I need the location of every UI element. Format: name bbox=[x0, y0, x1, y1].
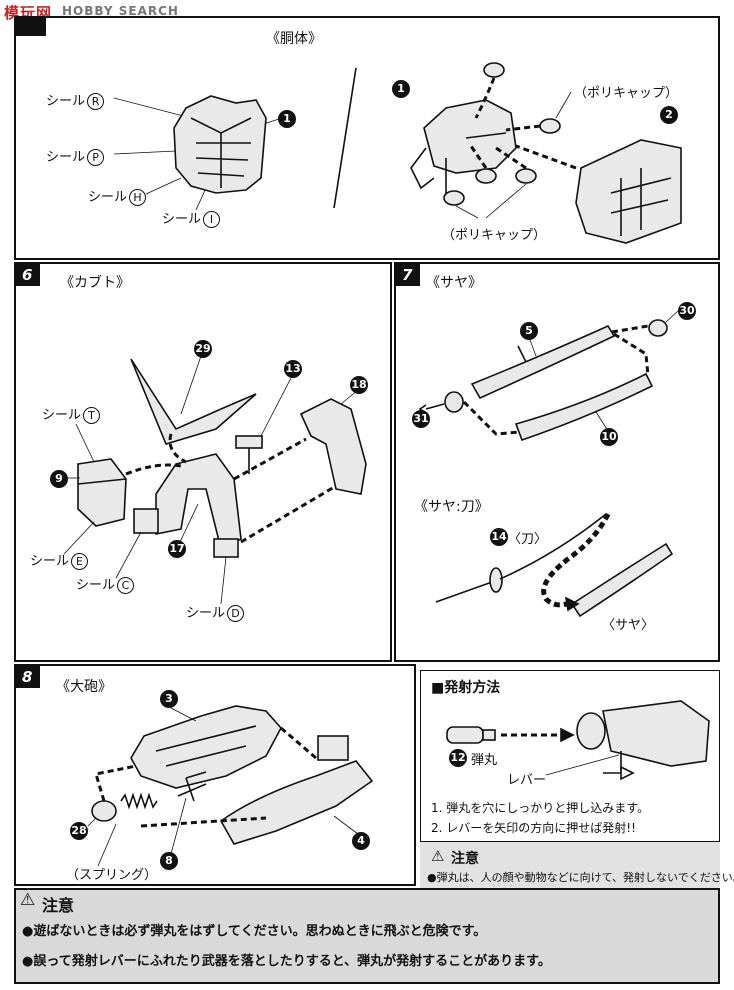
watermark-text: HOBBY SEARCH bbox=[62, 4, 179, 18]
part-10: 10 bbox=[600, 428, 618, 446]
part-3: 3 bbox=[160, 690, 178, 708]
part-12: 12 bbox=[449, 749, 467, 767]
part-8: 8 bbox=[160, 852, 178, 870]
katana-label: 〈刀〉 bbox=[508, 532, 548, 547]
firing-panel: ■発射方法 12 弾丸 レバー 1. 弾丸を穴にしっかりと押し込みます。 2. … bbox=[420, 670, 734, 888]
step8-illustration bbox=[87, 705, 374, 867]
firing-step-2: 2. レバーを矢印の方向に押せば発射!! bbox=[431, 821, 636, 835]
lever-label: レバー bbox=[507, 773, 547, 788]
part-29: 29 bbox=[194, 340, 212, 358]
step8-panel: 8 《大砲》 3 28 8 4 （スプリング） bbox=[14, 664, 416, 886]
step7-title: 《サヤ》 bbox=[426, 275, 482, 291]
part-14: 14 bbox=[490, 528, 508, 546]
part-13: 13 bbox=[284, 360, 302, 378]
part-31: 31 bbox=[412, 410, 430, 428]
step7-panel: 7 《サヤ》 5 30 31 10 《サヤ:刀》 14 〈刀〉 〈サヤ〉 bbox=[394, 262, 720, 662]
polycap-top-label: （ポリキャップ） bbox=[574, 86, 679, 101]
caution-icon: ⚠ bbox=[20, 890, 36, 910]
firing-caution-box bbox=[420, 841, 720, 888]
step7-number: 7 bbox=[396, 264, 421, 286]
part-18: 18 bbox=[350, 376, 368, 394]
firing-step-1: 1. 弾丸を穴にしっかりと押し込みます。 bbox=[431, 801, 650, 815]
firing-illustration bbox=[446, 700, 710, 781]
firing-caution-text: ●弾丸は、人の顔や動物などに向けて、発射しないでください。 bbox=[427, 871, 734, 884]
part-4: 4 bbox=[352, 832, 370, 850]
part-1-right: 1 bbox=[392, 80, 410, 98]
step5-number bbox=[16, 18, 46, 36]
part-5: 5 bbox=[520, 322, 538, 340]
firing-title: ■発射方法 bbox=[431, 680, 501, 696]
part-17: 17 bbox=[168, 540, 186, 558]
polycap-bottom-label: （ポリキャップ） bbox=[442, 228, 547, 243]
part-28: 28 bbox=[70, 822, 88, 840]
step6-number: 6 bbox=[16, 264, 41, 286]
step8-title: 《大砲》 bbox=[56, 679, 112, 695]
spring-label: （スプリング） bbox=[66, 868, 158, 883]
step7-illustration bbox=[418, 310, 679, 618]
caution-line-1: ●遊ばないときは必ず弾丸をはずしてください。思わぬときに飛ぶと危険です。 bbox=[22, 924, 487, 939]
saya-label: 〈サヤ〉 bbox=[602, 618, 655, 633]
caution-line-2: ●誤って発射レバーにふれたり武器を落としたりすると、弾丸が発射することがあります… bbox=[22, 954, 551, 969]
step6-title: 《カブト》 bbox=[60, 275, 130, 291]
caution-title: 注意 bbox=[42, 896, 75, 915]
step6-illustration bbox=[63, 355, 367, 605]
bullet-label: 弾丸 bbox=[471, 753, 498, 768]
step8-number: 8 bbox=[16, 666, 41, 688]
part-1-left: 1 bbox=[278, 110, 296, 128]
firing-caution-title: 注意 bbox=[451, 851, 479, 867]
part-2: 2 bbox=[660, 106, 678, 124]
firing-caution-icon: ⚠ bbox=[431, 847, 445, 865]
caution-box bbox=[14, 888, 720, 984]
step7-subtitle: 《サヤ:刀》 bbox=[414, 499, 489, 515]
part-9: 9 bbox=[50, 470, 68, 488]
step5-title: 《胴体》 bbox=[266, 31, 322, 47]
part-30: 30 bbox=[678, 302, 696, 320]
step5-illustration bbox=[113, 62, 682, 244]
